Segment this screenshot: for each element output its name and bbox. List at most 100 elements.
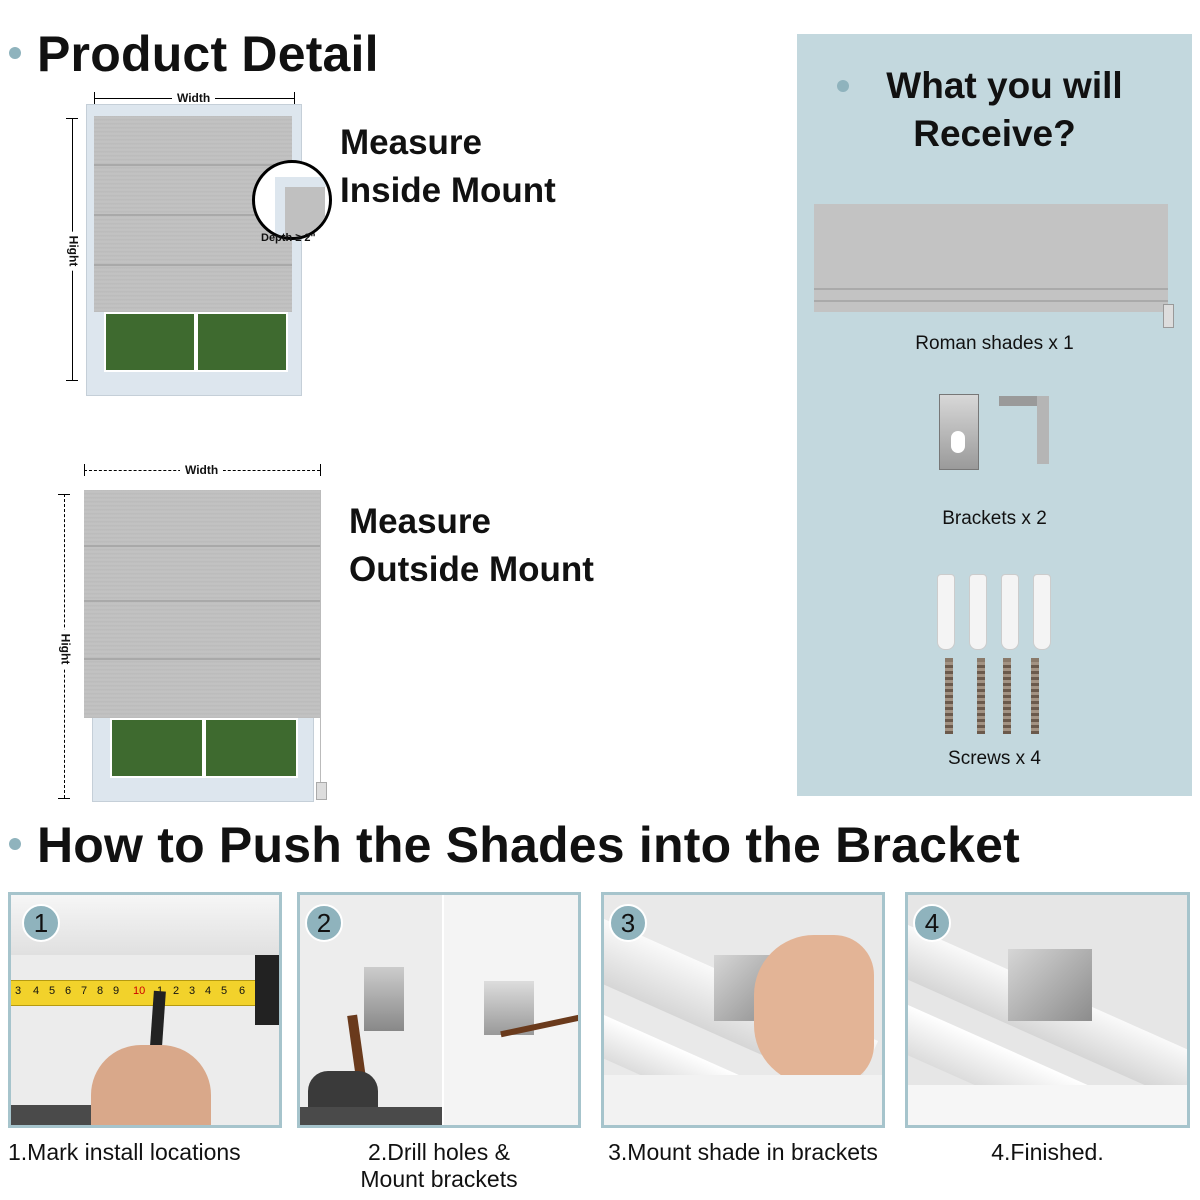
- wall-anchor: [1033, 574, 1051, 650]
- dark-floor: [300, 1107, 442, 1125]
- tape-number: 3: [15, 985, 22, 997]
- tape-number: 6: [65, 985, 72, 997]
- measuring-tape: 3 4 5 6 7 8 9 10 1 2 3 4 5 6: [11, 980, 261, 1006]
- inside-mount-illustration: Width Hight Depth ≥ 2": [60, 88, 340, 398]
- screw: [977, 658, 985, 734]
- window-view: [110, 718, 298, 778]
- height-tick-bottom: [58, 798, 70, 799]
- step-4-photo: [905, 892, 1190, 1128]
- roman-shade-image: [814, 204, 1168, 312]
- step-2-photo: [297, 892, 581, 1128]
- tape-number: 5: [221, 985, 228, 997]
- bracket-side-image: [999, 396, 1051, 466]
- bracket-on-wall: [364, 967, 404, 1031]
- wall-anchor: [937, 574, 955, 650]
- inside-mount-measure: Measure: [340, 123, 483, 162]
- tape-number: 7: [81, 985, 88, 997]
- tape-number: 3: [189, 985, 196, 997]
- shade-fold: [94, 164, 292, 166]
- receive-bullet: [837, 80, 849, 92]
- pull-cord: [320, 490, 321, 790]
- receive-title-line2: Receive?: [913, 113, 1076, 154]
- screw: [1031, 658, 1039, 734]
- dark-floor: [11, 1105, 91, 1125]
- bracket-leg: [1037, 396, 1049, 464]
- hand: [91, 1045, 211, 1125]
- hand: [754, 935, 874, 1085]
- step-3-caption: 3.Mount shade in brackets: [608, 1139, 878, 1165]
- title-bullet: [9, 47, 21, 59]
- shade-fold: [84, 658, 320, 660]
- white-floor: [604, 1075, 882, 1125]
- screws-caption: Screws x 4: [948, 748, 1041, 769]
- step-2-badge: 2: [305, 904, 343, 942]
- outside-mount-label: Outside Mount: [349, 550, 594, 589]
- step-2-caption-line2: Mount brackets: [360, 1166, 518, 1192]
- wall-anchor: [1001, 574, 1019, 650]
- screws-image: [939, 658, 1059, 734]
- depth-shade-edge: [285, 187, 325, 237]
- roman-shade: [84, 490, 320, 718]
- step-3-photo: [601, 892, 885, 1128]
- width-label: Width: [172, 91, 216, 105]
- tape-number: 2: [173, 985, 180, 997]
- cord-weight: [1163, 304, 1174, 328]
- step-1-caption: 1.Mark install locations: [8, 1139, 241, 1165]
- roman-shades-caption: Roman shades x 1: [915, 333, 1074, 354]
- height-label: Hight: [58, 629, 73, 669]
- depth-detail-circle: [252, 160, 332, 240]
- bracket-slot: [951, 431, 965, 453]
- outside-mount-illustration: Width Hight: [50, 460, 340, 805]
- tape-number: 10: [133, 985, 146, 997]
- height-tick-top: [58, 494, 70, 495]
- tape-number: 4: [205, 985, 212, 997]
- width-tick-left: [94, 92, 95, 104]
- width-tick-right: [320, 464, 321, 476]
- tape-number: 9: [113, 985, 120, 997]
- tape-case: [255, 955, 279, 1025]
- tape-number: 4: [33, 985, 40, 997]
- brackets-caption: Brackets x 2: [942, 508, 1047, 529]
- inside-mount-label: Inside Mount: [340, 171, 556, 210]
- shade-fold: [94, 214, 292, 216]
- receive-panel: What you will Receive? Roman shades x 1 …: [797, 34, 1192, 796]
- depth-frame-corner: [275, 177, 329, 237]
- step-4-caption: 4.Finished.: [991, 1139, 1104, 1165]
- window-view: [104, 312, 288, 372]
- height-label: Hight: [66, 231, 81, 271]
- shade-fold: [94, 264, 292, 266]
- outside-mount-measure: Measure: [349, 502, 492, 541]
- receive-title-line1: What you will: [886, 65, 1123, 106]
- step-1-badge: 1: [22, 904, 60, 942]
- width-tick-left: [84, 464, 85, 476]
- bracket: [1008, 949, 1092, 1021]
- bracket-arm: [999, 396, 1049, 406]
- tape-number: 5: [49, 985, 56, 997]
- height-tick-top: [66, 118, 78, 119]
- divider: [442, 895, 444, 1125]
- width-label: Width: [180, 463, 224, 477]
- height-tick-bottom: [66, 380, 78, 381]
- window-mullion: [202, 720, 206, 776]
- cord-weight: [316, 782, 327, 800]
- shade-fold: [814, 288, 1168, 290]
- step-2-caption-line1: 2.Drill holes &: [368, 1139, 510, 1165]
- depth-label: Depth ≥ 2": [261, 232, 316, 244]
- white-floor: [908, 1085, 1187, 1125]
- width-tick-right: [294, 92, 295, 104]
- howto-bullet: [9, 838, 21, 850]
- shade-fold: [84, 545, 320, 547]
- screw: [1003, 658, 1011, 734]
- shade-fold: [84, 600, 320, 602]
- step-4-badge: 4: [913, 904, 951, 942]
- step-1-photo: 3 4 5 6 7 8 9 10 1 2 3 4 5 6: [8, 892, 282, 1128]
- howto-title: How to Push the Shades into the Bracket: [37, 817, 1020, 873]
- tape-number: 6: [239, 985, 246, 997]
- shade-fold: [814, 300, 1168, 302]
- tape-number: 8: [97, 985, 104, 997]
- wall-anchor: [969, 574, 987, 650]
- screw: [945, 658, 953, 734]
- wall-anchors-image: [935, 574, 1055, 650]
- bracket-front-image: [939, 394, 979, 470]
- step-3-badge: 3: [609, 904, 647, 942]
